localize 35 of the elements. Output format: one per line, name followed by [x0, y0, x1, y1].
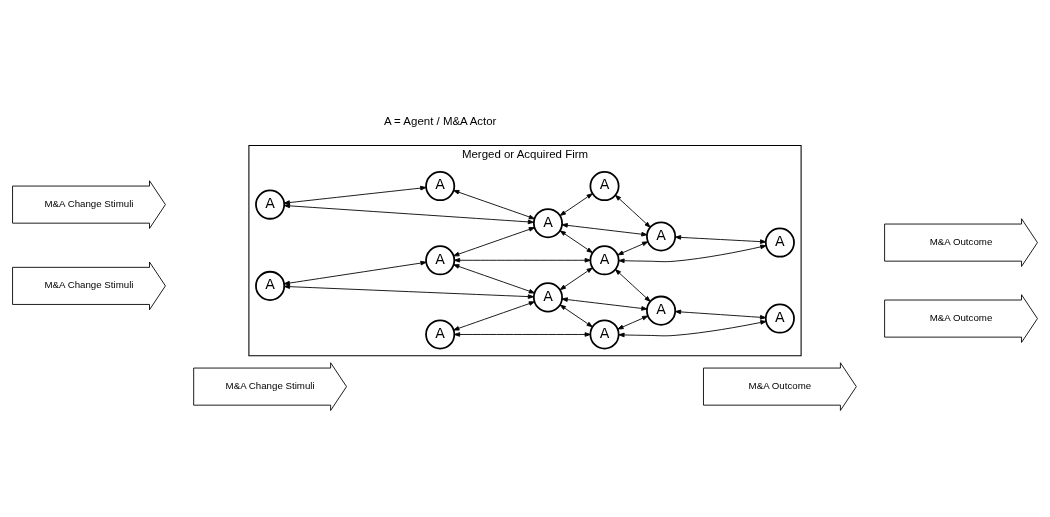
arrow	[559, 304, 593, 328]
arrow	[617, 315, 649, 330]
arrow	[453, 264, 535, 294]
node-circle: A	[255, 270, 286, 301]
node-circle: A	[532, 282, 563, 313]
arrow	[674, 235, 767, 244]
arrow	[674, 309, 767, 320]
node-circle: A	[532, 208, 563, 239]
node-circle: A	[255, 189, 286, 220]
arrow	[559, 267, 593, 291]
arrow	[453, 332, 591, 337]
arrow	[617, 241, 649, 256]
arrow	[561, 223, 648, 237]
arrow	[283, 260, 427, 286]
node-circle: A	[764, 227, 795, 258]
arrow	[561, 297, 648, 311]
node-circle: A	[764, 303, 795, 334]
arrow	[559, 193, 593, 216]
arrow	[615, 194, 651, 228]
arrow	[559, 230, 593, 254]
arrow	[453, 190, 535, 220]
arrow	[453, 227, 535, 257]
arrow	[618, 244, 767, 264]
arrow	[283, 185, 427, 205]
arrow	[453, 257, 591, 263]
arrow	[283, 203, 535, 225]
arrow	[453, 301, 535, 331]
label: A = Agent / M&A Actor	[383, 115, 497, 128]
node-circle: A	[425, 245, 456, 276]
arrow	[615, 269, 651, 302]
node-circle: A	[425, 319, 456, 350]
node-circle: A	[425, 171, 456, 202]
node-circle: A	[589, 319, 620, 350]
arrow	[283, 284, 535, 299]
arrow	[618, 320, 767, 338]
